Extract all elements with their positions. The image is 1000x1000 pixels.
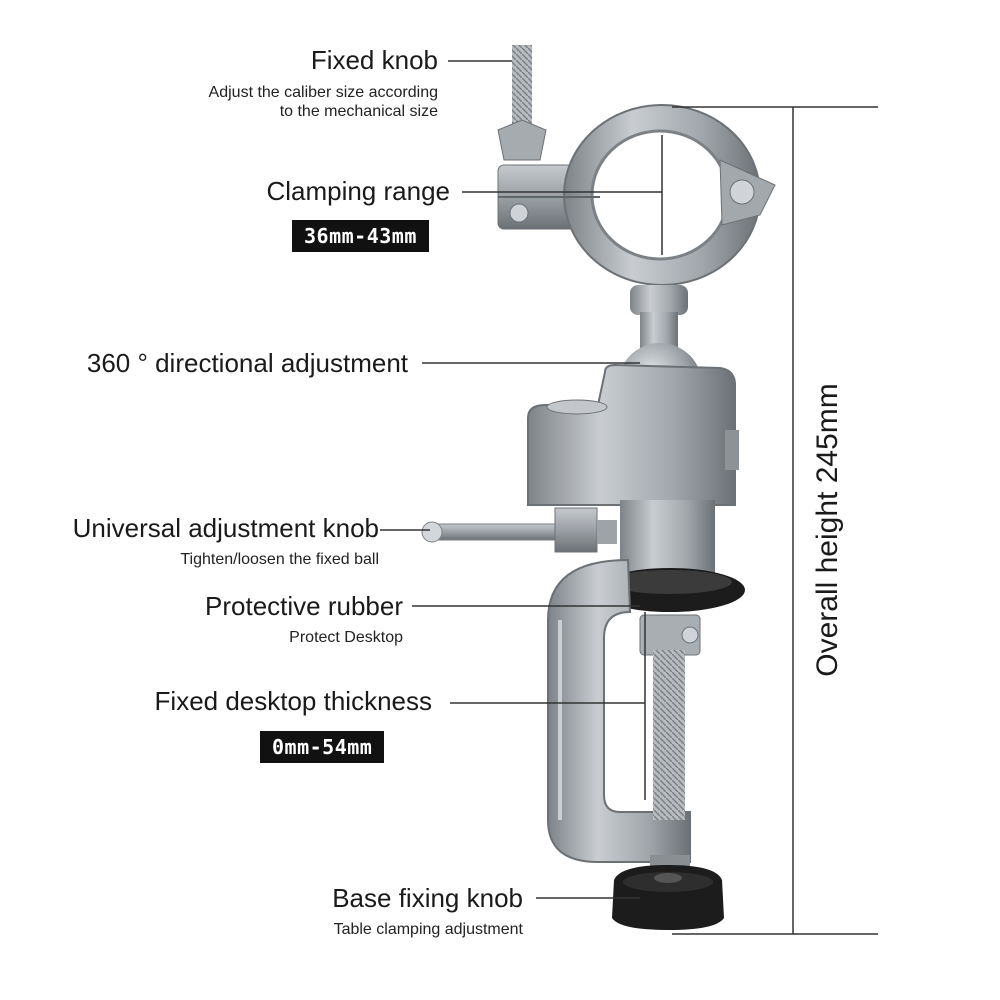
column-icon — [620, 500, 715, 580]
protective-rubber-desc: Protect Desktop — [289, 629, 403, 646]
clamping-range-title: Clamping range — [266, 176, 450, 206]
leader-lines — [380, 60, 663, 899]
overall-height-label: Overall height 245mm — [811, 383, 844, 677]
fixed-knob-title: Fixed knob — [310, 45, 438, 75]
directional-adjustment-title: 360 ° directional adjustment — [86, 348, 408, 378]
lead-screw-icon — [653, 650, 685, 820]
fixed-knob-icon — [497, 45, 547, 161]
desktop-thickness-title: Fixed desktop thickness — [154, 686, 432, 716]
fixed-knob-desc-line2: to the mechanical size — [279, 103, 438, 120]
height-dimension — [672, 106, 878, 935]
universal-knob-desc: Tighten/loosen the fixed ball — [180, 551, 379, 568]
base-knob-title: Base fixing knob — [332, 883, 523, 913]
rubber-ring-icon — [595, 568, 745, 612]
adjustment-handle-icon — [421, 507, 617, 553]
universal-knob-title: Universal adjustment knob — [72, 513, 379, 543]
head-housing-icon — [527, 363, 739, 506]
protective-rubber-title: Protective rubber — [205, 591, 403, 621]
base-knob-icon — [612, 855, 724, 930]
desktop-thickness-badge: 0mm-54mm — [260, 731, 385, 763]
base-knob-desc: Table clamping adjustment — [333, 921, 523, 938]
c-clamp-icon — [547, 558, 701, 863]
clamping-range-badge: 36mm-43mm — [292, 220, 429, 252]
fixed-knob-desc-line1: Adjust the caliber size according — [208, 84, 438, 101]
